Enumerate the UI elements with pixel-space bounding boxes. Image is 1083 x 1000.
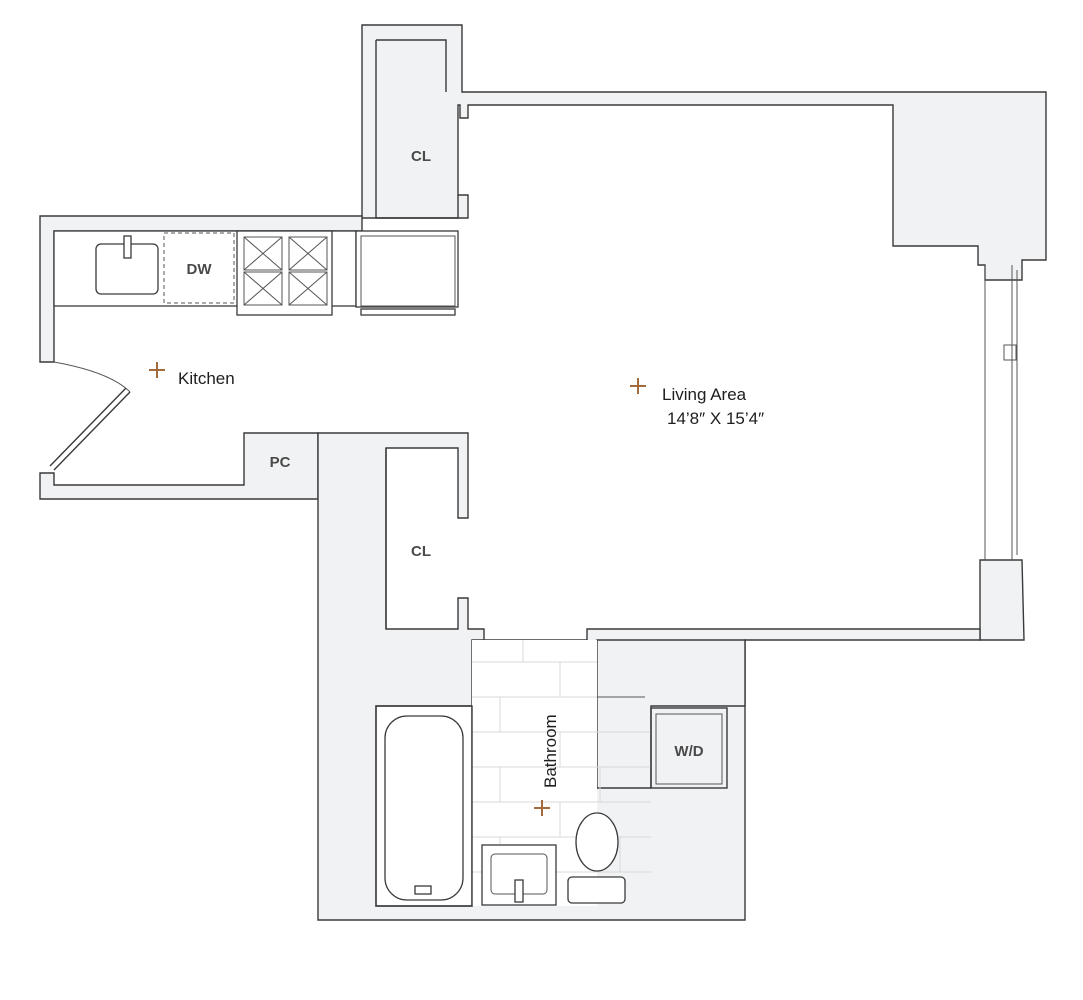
closet-label-top: CL	[411, 148, 431, 165]
cooktop-icon	[236, 230, 333, 316]
refrigerator-icon	[355, 230, 459, 316]
pantry-closet-label: PC	[270, 454, 291, 471]
closet-label-bottom: CL	[411, 543, 431, 560]
living-area-marker-icon	[630, 378, 646, 394]
entry-door-icon	[49, 361, 131, 471]
bathtub-icon	[384, 715, 464, 901]
living-area-dimensions: 14’8″ X 15’4″	[667, 409, 764, 428]
living-area-label: Living Area	[662, 385, 747, 404]
kitchen-counter	[53, 230, 459, 316]
dishwasher	[163, 232, 235, 304]
dishwasher-label: DW	[187, 261, 213, 278]
faucet-icon	[123, 235, 132, 259]
washer-dryer	[650, 707, 728, 789]
toilet-icon	[575, 812, 619, 872]
tub-faucet-icon	[414, 885, 432, 895]
kitchen-label: Kitchen	[178, 369, 235, 388]
kitchen-marker-icon	[149, 362, 165, 378]
bathroom	[375, 640, 728, 907]
bathroom-label: Bathroom	[541, 714, 560, 788]
washer-dryer-label: W/D	[674, 743, 703, 760]
room-outlines	[375, 39, 1018, 629]
bathroom-marker-icon	[534, 800, 550, 816]
